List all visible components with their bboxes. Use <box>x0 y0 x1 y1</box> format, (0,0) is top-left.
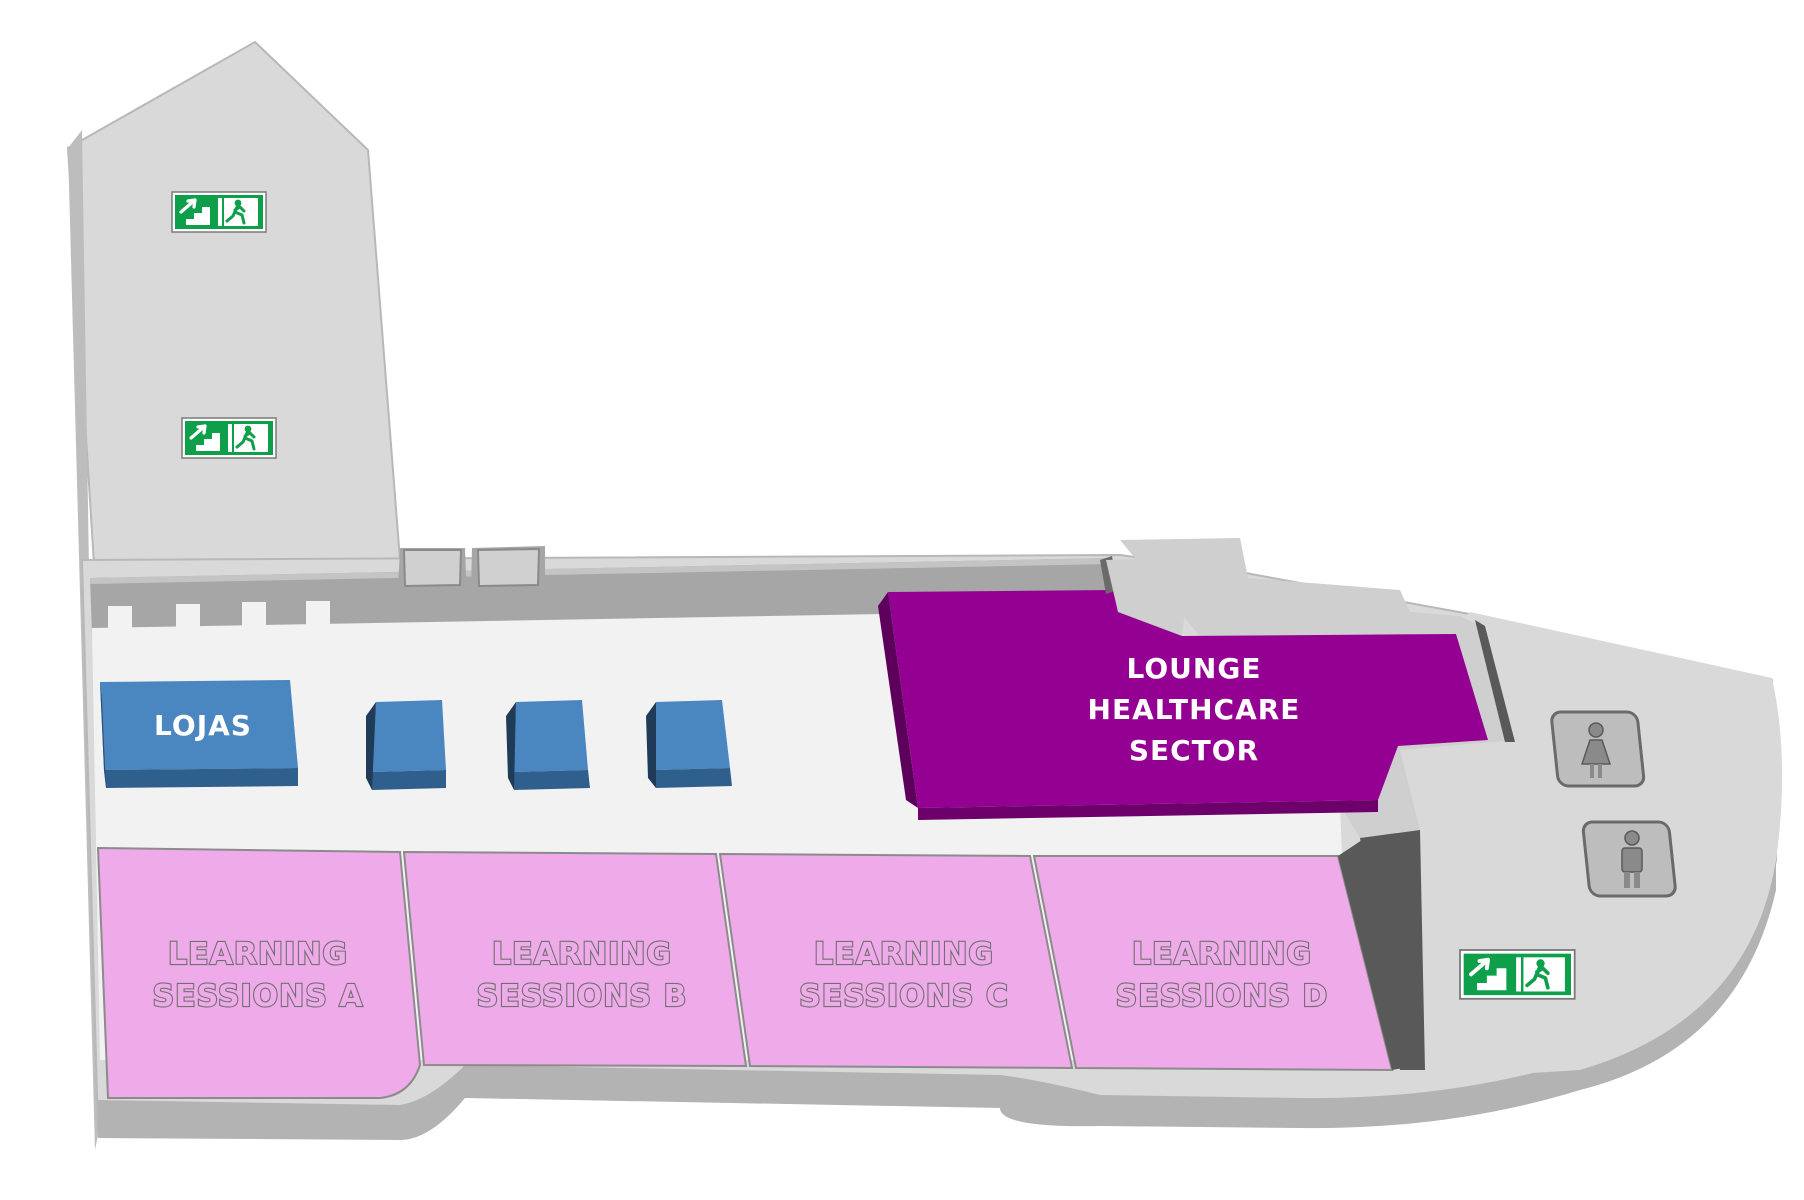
stores <box>100 680 732 790</box>
svg-text:SESSIONS B: SESSIONS B <box>477 979 688 1014</box>
svg-text:LEARNING: LEARNING <box>168 937 348 972</box>
svg-text:LEARNING: LEARNING <box>1132 937 1312 972</box>
learning-sessions-a-room[interactable] <box>96 846 422 1099</box>
store-kiosk-2[interactable] <box>506 700 590 790</box>
store-kiosk-3[interactable] <box>646 700 732 788</box>
svg-text:SESSIONS D: SESSIONS D <box>1116 979 1329 1014</box>
learning-sessions-a-label: LEARNING SESSIONS A <box>151 936 363 1015</box>
learning-sessions-rooms <box>96 840 1420 1099</box>
svg-text:SESSIONS C: SESSIONS C <box>799 979 1009 1014</box>
learning-sessions-c-label: LEARNING SESSIONS C <box>798 936 1009 1015</box>
svg-text:SESSIONS A: SESSIONS A <box>152 979 363 1014</box>
svg-text:LEARNING: LEARNING <box>492 937 672 972</box>
emergency-exit-icon <box>180 416 278 460</box>
female-restroom-icon[interactable] <box>1550 710 1646 788</box>
learning-sessions-d-label: LEARNING SESSIONS D <box>1115 936 1329 1015</box>
lounge-healthcare-label: LOUNGE HEALTHCARE SECTOR <box>1088 652 1301 767</box>
lojas-label: LOJAS <box>154 709 252 742</box>
svg-text:HEALTHCARE: HEALTHCARE <box>1088 693 1301 726</box>
emergency-exit-icon <box>1458 948 1577 1001</box>
learning-sessions-b-room[interactable] <box>402 850 748 1068</box>
lojas-store[interactable] <box>100 680 298 788</box>
store-kiosk-1[interactable] <box>366 700 446 790</box>
emergency-exit-icon <box>170 190 268 234</box>
learning-sessions-c-room[interactable] <box>718 852 1074 1070</box>
svg-text:LEARNING: LEARNING <box>814 937 994 972</box>
learning-sessions-b-label: LEARNING SESSIONS B <box>476 936 688 1015</box>
svg-text:SECTOR: SECTOR <box>1129 734 1259 767</box>
lounge-healthcare-room[interactable] <box>878 556 1488 820</box>
svg-text:LOUNGE: LOUNGE <box>1127 652 1262 685</box>
male-restroom-icon[interactable] <box>1581 820 1677 898</box>
